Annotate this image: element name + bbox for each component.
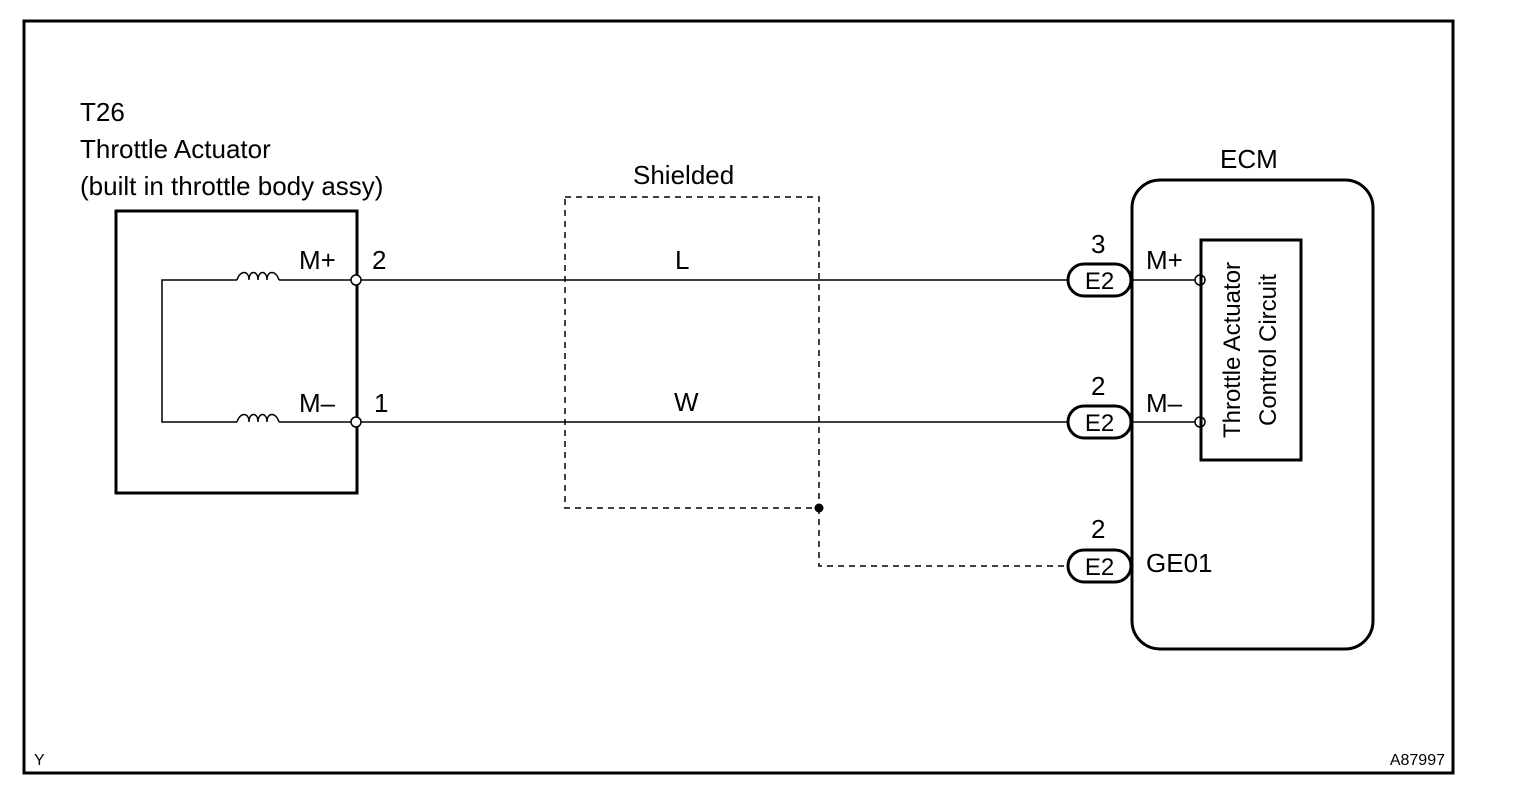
connector-e2-minus: E2 xyxy=(1066,404,1133,440)
control-circuit-box xyxy=(1199,238,1303,462)
actuator-internal-wiring xyxy=(161,279,356,423)
actuator-pin-minus: 1 xyxy=(374,388,388,418)
actuator-code: T26 xyxy=(80,97,125,127)
terminal-circle xyxy=(350,274,362,286)
connector-e2-ground: E2 xyxy=(1066,548,1133,584)
terminal-circle xyxy=(350,416,362,428)
shield-label: Shielded xyxy=(633,160,734,190)
control-circuit-label-line2: Control Circuit xyxy=(1255,274,1282,426)
actuator-pin-plus: 2 xyxy=(372,245,386,275)
coil-icon xyxy=(236,271,280,281)
connector-e2-plus: E2 xyxy=(1066,262,1133,298)
control-circuit-label-line1: Throttle Actuator xyxy=(1219,262,1246,438)
ecm-terminal-minus: M– xyxy=(1146,388,1183,418)
wire-color-plus: L xyxy=(675,245,689,275)
ecm-box xyxy=(1130,178,1375,651)
actuator-terminal-plus: M+ xyxy=(299,245,336,275)
ecm-title: ECM xyxy=(1220,144,1278,174)
shield-drain-wire xyxy=(818,508,1068,567)
connector-code: E2 xyxy=(1085,554,1114,581)
actuator-terminal-minus: M– xyxy=(299,388,336,418)
connector-pin-number: 2 xyxy=(1091,371,1105,401)
actuator-name: Throttle Actuator xyxy=(80,134,271,164)
connector-pin-number: 2 xyxy=(1091,514,1105,544)
actuator-box xyxy=(114,209,359,495)
figure-id: A87997 xyxy=(1390,752,1445,769)
diagram-frame xyxy=(22,19,1455,775)
wire-color-minus: W xyxy=(674,387,699,417)
shield-junction-dot xyxy=(814,503,824,513)
connector-pin-number: 3 xyxy=(1091,229,1105,259)
connector-code: E2 xyxy=(1085,410,1114,437)
connector-code: E2 xyxy=(1085,268,1114,295)
actuator-note: (built in throttle body assy) xyxy=(80,171,383,201)
footer-left-mark: Y xyxy=(34,752,45,769)
ecm-terminal-plus: M+ xyxy=(1146,245,1183,275)
ecm-terminal-ground: GE01 xyxy=(1146,548,1213,578)
shield-box xyxy=(564,196,820,509)
coil-icon xyxy=(236,413,280,423)
